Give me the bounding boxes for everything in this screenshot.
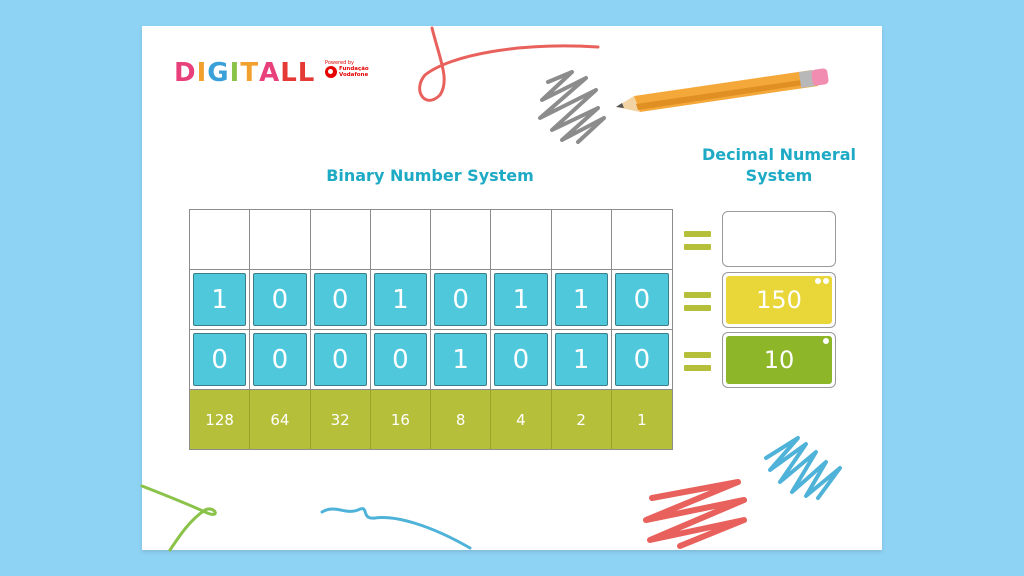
empty-slot[interactable] xyxy=(551,210,612,270)
empty-slot[interactable] xyxy=(491,210,552,270)
empty-slot[interactable] xyxy=(431,210,492,270)
binary-heading: Binary Number System xyxy=(326,166,534,185)
place-value-cell: 8 xyxy=(431,390,492,449)
bit-cell: 0 xyxy=(250,270,311,330)
logo-letter: A xyxy=(259,58,281,88)
org-name-line2: Vodafone xyxy=(339,72,369,78)
bit-card[interactable]: 0 xyxy=(313,333,367,386)
digitall-logo: DIGITALL xyxy=(174,58,315,88)
decimal-value-10: 10 xyxy=(726,336,832,384)
empty-slot[interactable] xyxy=(190,210,251,270)
bit-cell: 0 xyxy=(310,330,371,390)
bit-cell: 1 xyxy=(551,330,612,390)
place-value-cell: 128 xyxy=(190,390,251,449)
bit-card[interactable]: 1 xyxy=(554,273,608,326)
bit-card[interactable]: 0 xyxy=(313,273,367,326)
bit-card[interactable]: 0 xyxy=(253,333,307,386)
decimal-value-150: 150 xyxy=(726,276,832,324)
dot-marker xyxy=(823,338,829,344)
bit-card[interactable]: 0 xyxy=(253,273,307,326)
bit-cell: 1 xyxy=(551,270,612,330)
bit-card[interactable]: 0 xyxy=(614,273,669,326)
bit-card[interactable]: 1 xyxy=(434,333,488,386)
bit-cell: 0 xyxy=(190,330,251,390)
empty-slot[interactable] xyxy=(370,210,431,270)
powered-by-badge: Powered by Fundação Vodafone xyxy=(325,60,369,78)
bit-card[interactable]: 0 xyxy=(614,333,669,386)
org-name-line1: Fundação xyxy=(339,66,369,72)
bit-cell: 1 xyxy=(190,270,251,330)
equals-sign-icon xyxy=(684,231,711,251)
decimal-box-empty[interactable] xyxy=(722,211,836,267)
logo-letter: L xyxy=(297,58,316,88)
logo-letter: G xyxy=(207,58,230,88)
empty-slot[interactable] xyxy=(250,210,311,270)
place-value-cell: 4 xyxy=(491,390,552,449)
decimal-box-150[interactable]: 150 xyxy=(722,272,836,328)
bit-card[interactable]: 1 xyxy=(554,333,608,386)
place-value-cell: 1 xyxy=(637,410,647,429)
dot-marker xyxy=(823,278,829,284)
bit-card[interactable]: 0 xyxy=(193,333,247,386)
powered-by-label: Powered by xyxy=(325,60,354,66)
place-value-cell: 32 xyxy=(311,390,371,449)
bit-cell: 0 xyxy=(431,270,492,330)
empty-input-row xyxy=(190,210,672,270)
bit-cell: 0 xyxy=(611,270,672,330)
bit-card[interactable]: 1 xyxy=(193,273,247,326)
logo-letter: I xyxy=(229,58,241,88)
bit-card[interactable]: 1 xyxy=(373,273,427,326)
bit-cell: 1 xyxy=(370,270,431,330)
place-value-cell: 64 xyxy=(250,390,311,449)
decimal-box-10[interactable]: 10 xyxy=(722,332,836,388)
vodafone-logo-icon xyxy=(325,66,337,78)
bit-card[interactable]: 0 xyxy=(494,333,548,386)
logo-wordmark: DIGITALL xyxy=(174,58,315,88)
bit-cell: 1 xyxy=(431,330,492,390)
bit-cell: 0 xyxy=(370,330,431,390)
dot-marker xyxy=(815,278,821,284)
bit-card[interactable]: 1 xyxy=(494,273,548,326)
logo-letter: T xyxy=(240,58,260,88)
equals-sign-icon xyxy=(684,352,711,372)
logo-letter: D xyxy=(174,58,197,88)
bit-cell: 0 xyxy=(250,330,311,390)
bit-card[interactable]: 0 xyxy=(373,333,427,386)
empty-slot[interactable] xyxy=(611,210,672,270)
empty-slot[interactable] xyxy=(310,210,371,270)
logo-letter: L xyxy=(280,58,298,88)
bit-cell: 0 xyxy=(611,330,672,390)
bit-cell: 0 xyxy=(310,270,371,330)
logo-letter: I xyxy=(196,58,208,88)
place-value-cell: 16 xyxy=(371,390,431,449)
decimal-value-empty xyxy=(726,215,832,263)
bit-card[interactable]: 0 xyxy=(434,273,488,326)
equals-sign-icon xyxy=(684,292,711,312)
bit-cell: 1 xyxy=(491,270,552,330)
place-value-cell: 2 xyxy=(552,390,612,449)
bit-cell: 0 xyxy=(491,330,552,390)
decimal-heading: Decimal Numeral System xyxy=(701,145,857,185)
